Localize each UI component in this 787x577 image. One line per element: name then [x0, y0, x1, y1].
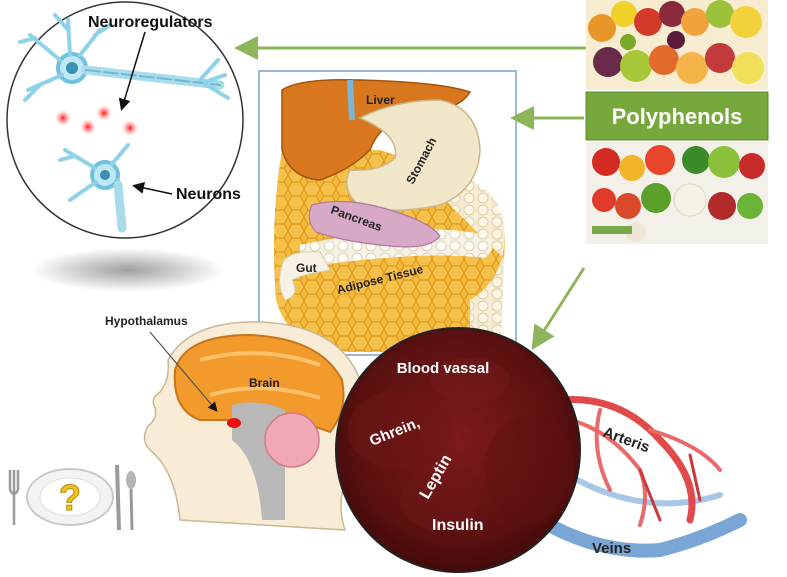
- blood-vessel-label: Blood vassal: [397, 360, 490, 377]
- arrow-to-blood: [531, 267, 586, 351]
- neuron-cell-bottom: [58, 143, 130, 233]
- polyphenols-label: Polyphenols: [612, 104, 743, 129]
- neuroregulators-label: Neuroregulators: [88, 14, 213, 31]
- gut-label: Gut: [296, 261, 317, 275]
- stomach-shape: [345, 99, 481, 211]
- hypothalamus-label: Hypothalamus: [105, 314, 188, 328]
- artery-shape: [556, 396, 696, 524]
- knife-icon: [115, 464, 121, 531]
- neuron-cell-top: [18, 13, 230, 102]
- liver-label: Liver: [366, 93, 395, 107]
- veins-label: Veins: [592, 540, 631, 557]
- insulin-label: Insulin: [432, 517, 484, 534]
- fork-icon: [8, 470, 20, 525]
- green-arrows: [234, 36, 586, 351]
- neuron-panel: Neuroregulators Neurons: [6, 1, 244, 239]
- question-mark: ?: [59, 477, 81, 518]
- polyphenols-box: Polyphenols: [585, 91, 769, 141]
- hypothalamus-marker: [227, 418, 241, 428]
- vein-shape: [533, 513, 747, 558]
- plate-question: ?: [8, 464, 136, 531]
- gut-shape: [279, 251, 331, 301]
- cerebellum-shape: [264, 412, 320, 468]
- neuroregulator-dots: [55, 105, 138, 136]
- fruits-image: [586, 0, 768, 90]
- blood-vessel-panel: Blood vassal Ghrein, Leptin Insulin: [335, 327, 581, 573]
- head-brain: Hypothalamus Brain: [105, 314, 365, 531]
- neuron-shadow: [30, 248, 226, 292]
- spoon-icon: [126, 471, 136, 489]
- neurons-label: Neurons: [176, 186, 241, 203]
- vegetables-image: [586, 142, 768, 244]
- pancreas-shape: [308, 200, 441, 248]
- brain-label: Brain: [249, 376, 280, 390]
- organs-panel: Liver Stomach Pancreas Gut Adipose Tissu…: [258, 70, 517, 356]
